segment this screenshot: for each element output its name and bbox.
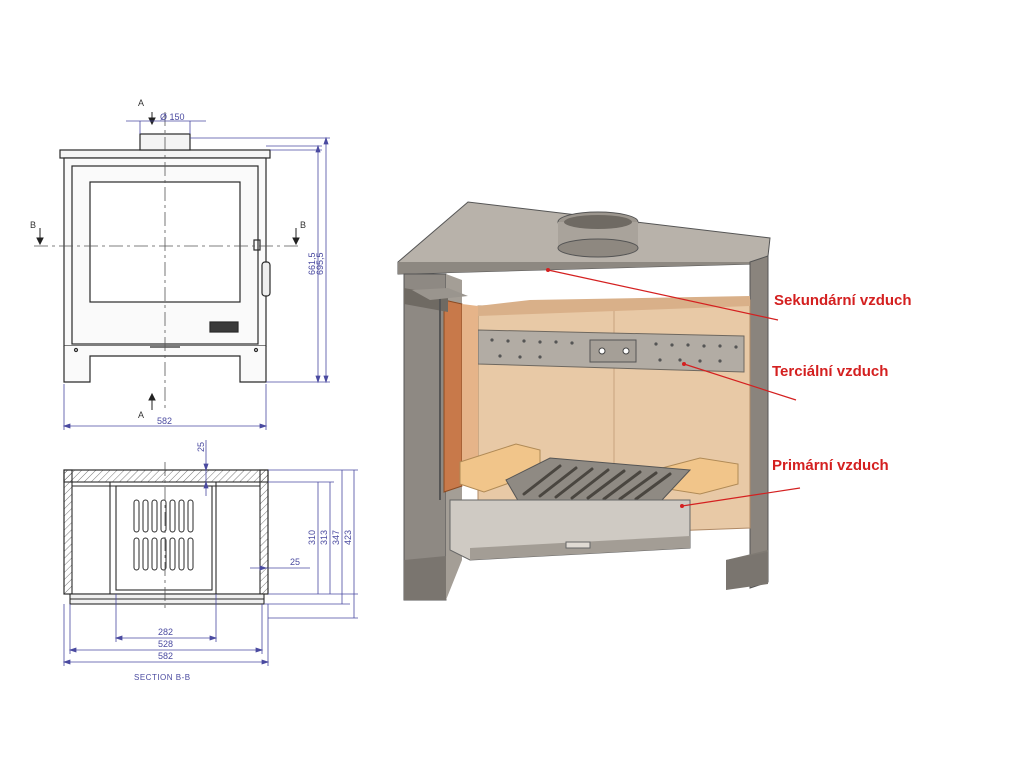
overall-width-dimension: 582 xyxy=(158,651,173,661)
section-mark-a-top: A xyxy=(138,98,144,108)
flue-diameter-dimension: Ø 150 xyxy=(160,112,185,122)
section-mark-b-left: B xyxy=(30,220,36,230)
mid-width-dimension: 528 xyxy=(158,639,173,649)
depth-313-dimension: 313 xyxy=(319,530,329,545)
front-width-dimension: 582 xyxy=(157,416,172,426)
section-mark-a-bottom: A xyxy=(138,410,144,420)
callout-secondary-air: Sekundární vzduch xyxy=(774,292,912,309)
depth-310-dimension: 310 xyxy=(307,530,317,545)
inner-width-dimension: 282 xyxy=(158,627,173,637)
overall-height-dimension: 695,5 xyxy=(315,252,325,275)
top-wall-dimension: 25 xyxy=(196,442,206,452)
depth-423-dimension: 423 xyxy=(343,530,353,545)
section-mark-b-right: B xyxy=(300,220,306,230)
front-view xyxy=(59,133,271,383)
stove-cutaway-3d xyxy=(397,201,771,601)
callout-primary-air: Primární vzduch xyxy=(772,457,889,474)
depth-347-dimension: 347 xyxy=(331,530,341,545)
side-wall-dimension: 25 xyxy=(290,557,300,567)
section-view xyxy=(63,469,269,605)
callout-tertiary-air: Terciální vzduch xyxy=(772,363,888,380)
inner-height-dimension: 661,5 xyxy=(307,252,317,275)
section-title: SECTION B-B xyxy=(134,673,191,682)
